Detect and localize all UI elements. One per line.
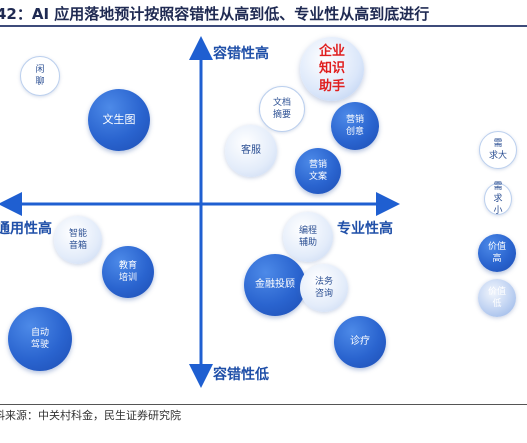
legend-demand-small: 需求小 [484,182,512,216]
legend-demand-large: 需求大 [479,131,517,169]
bubble-customer-service: 客服 [225,125,277,177]
axis-label-professionalism-high: 专业性高 [337,221,393,237]
bubble-financial-advisory: 金融投顾 [244,254,306,316]
bubble-smart-speaker: 智能音箱 [54,216,102,264]
bubble-education-training: 教育培训 [102,246,154,298]
legend-value-high: 价值高 [478,234,516,272]
bubble-diagnosis-treatment: 诊疗 [334,316,386,368]
bubble-text-to-image: 文生图 [88,89,150,151]
bubble-legal-consulting: 法务咨询 [300,264,348,312]
page-title: 42：AI 应用落地预计按照容错性从高到低、专业性从高到底进行 [0,5,430,23]
axis-label-fault-tolerance-high: 容错性高 [213,46,269,62]
axis-label-fault-tolerance-low: 容错性低 [213,367,269,383]
bubble-autonomous-driving: 自动驾驶 [8,307,72,371]
bubble-marketing-creative: 营销创意 [331,102,379,150]
bubble-document-summary: 文档摘要 [259,86,305,132]
title-divider [0,25,527,27]
axis-label-generality-high: 通用性高 [0,221,52,237]
bubble-chat: 闲聊 [20,56,60,96]
bubble-marketing-copy: 营销文案 [295,148,341,194]
bubble-enterprise-knowledge-assistant: 企业知识助手 [300,37,364,101]
source-note: 料来源：中关村科金，民生证券研究院 [0,409,181,422]
legend-value-low: 价值低 [478,279,516,317]
source-divider [0,404,527,405]
bubble-coding-assist: 编程辅助 [283,212,333,262]
